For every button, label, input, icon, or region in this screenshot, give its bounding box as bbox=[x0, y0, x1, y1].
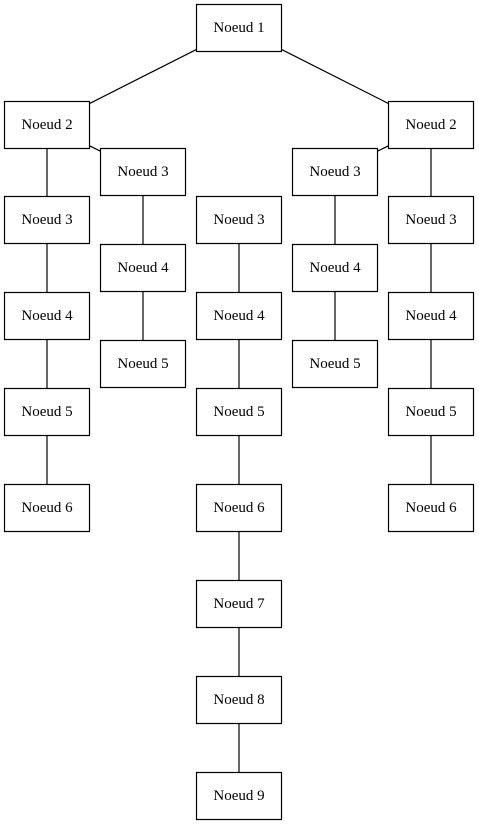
node-c1_n6: Noeud 6 bbox=[3, 483, 91, 533]
node-box bbox=[195, 483, 283, 533]
node-box bbox=[387, 100, 475, 150]
node-c1_n3: Noeud 3 bbox=[3, 195, 91, 245]
node-label: Noeud 6 bbox=[213, 500, 265, 516]
node-c4_n3: Noeud 3 bbox=[291, 147, 379, 197]
node-box bbox=[195, 387, 283, 437]
node-label: Noeud 1 bbox=[213, 20, 264, 36]
node-box bbox=[387, 291, 475, 341]
node-box bbox=[387, 195, 475, 245]
node-box bbox=[195, 291, 283, 341]
node-c3_n5: Noeud 5 bbox=[195, 387, 283, 437]
edge-r_n2-to-c4_n3 bbox=[377, 145, 389, 152]
node-c3_n3: Noeud 3 bbox=[195, 195, 283, 245]
node-label: Noeud 4 bbox=[405, 308, 457, 324]
node-label: Noeud 3 bbox=[21, 212, 72, 228]
node-label: Noeud 4 bbox=[309, 260, 361, 276]
node-c4_n4: Noeud 4 bbox=[291, 243, 379, 293]
node-c4_n5: Noeud 5 bbox=[291, 339, 379, 389]
node-box bbox=[3, 195, 91, 245]
node-label: Noeud 4 bbox=[117, 260, 169, 276]
node-r_n2: Noeud 2 bbox=[387, 100, 475, 150]
node-box bbox=[387, 387, 475, 437]
node-label: Noeud 3 bbox=[213, 212, 264, 228]
node-label: Noeud 3 bbox=[117, 164, 168, 180]
node-c1_n4: Noeud 4 bbox=[3, 291, 91, 341]
node-label: Noeud 8 bbox=[213, 692, 264, 708]
nodes-layer: Noeud 1 Noeud 2 Noeud 2 Noeud 3 Noeud 4 Noeud… bbox=[3, 3, 475, 821]
node-label: Noeud 5 bbox=[309, 356, 360, 372]
node-label: Noeud 5 bbox=[21, 404, 72, 420]
node-box bbox=[195, 195, 283, 245]
node-label: Noeud 2 bbox=[405, 117, 456, 133]
node-box bbox=[3, 291, 91, 341]
node-box bbox=[291, 243, 379, 293]
node-c1_n5: Noeud 5 bbox=[3, 387, 91, 437]
node-box bbox=[3, 100, 91, 150]
node-label: Noeud 7 bbox=[213, 596, 265, 612]
node-l_n2: Noeud 2 bbox=[3, 100, 91, 150]
node-label: Noeud 5 bbox=[405, 404, 456, 420]
node-c5_n4: Noeud 4 bbox=[387, 291, 475, 341]
node-label: Noeud 6 bbox=[405, 500, 457, 516]
node-label: Noeud 2 bbox=[21, 117, 72, 133]
node-box bbox=[3, 387, 91, 437]
node-label: Noeud 3 bbox=[309, 164, 360, 180]
node-c2_n4: Noeud 4 bbox=[99, 243, 187, 293]
node-box bbox=[99, 147, 187, 197]
node-c3_n4: Noeud 4 bbox=[195, 291, 283, 341]
node-c3_n9: Noeud 9 bbox=[195, 771, 283, 821]
node-c2_n5: Noeud 5 bbox=[99, 339, 187, 389]
node-root: Noeud 1 bbox=[195, 3, 283, 53]
node-c3_n6: Noeud 6 bbox=[195, 483, 283, 533]
node-c3_n8: Noeud 8 bbox=[195, 675, 283, 725]
node-c5_n5: Noeud 5 bbox=[387, 387, 475, 437]
node-box bbox=[195, 579, 283, 629]
node-box bbox=[195, 3, 283, 53]
edges-layer bbox=[46, 48, 432, 773]
node-label: Noeud 5 bbox=[213, 404, 264, 420]
node-box bbox=[387, 483, 475, 533]
node-label: Noeud 3 bbox=[405, 212, 456, 228]
edge-root-to-l_n2 bbox=[89, 48, 197, 105]
node-box bbox=[99, 339, 187, 389]
edge-root-to-r_n2 bbox=[281, 48, 389, 105]
node-c2_n3: Noeud 3 bbox=[99, 147, 187, 197]
node-label: Noeud 4 bbox=[213, 308, 265, 324]
node-box bbox=[291, 147, 379, 197]
node-label: Noeud 4 bbox=[21, 308, 73, 324]
node-box bbox=[3, 483, 91, 533]
node-c5_n3: Noeud 3 bbox=[387, 195, 475, 245]
node-c3_n7: Noeud 7 bbox=[195, 579, 283, 629]
node-label: Noeud 9 bbox=[213, 788, 264, 804]
edge-l_n2-to-c2_n3 bbox=[89, 145, 101, 152]
node-c5_n6: Noeud 6 bbox=[387, 483, 475, 533]
node-box bbox=[291, 339, 379, 389]
node-box bbox=[195, 771, 283, 821]
node-label: Noeud 6 bbox=[21, 500, 73, 516]
node-box bbox=[99, 243, 187, 293]
node-box bbox=[195, 675, 283, 725]
node-label: Noeud 5 bbox=[117, 356, 168, 372]
